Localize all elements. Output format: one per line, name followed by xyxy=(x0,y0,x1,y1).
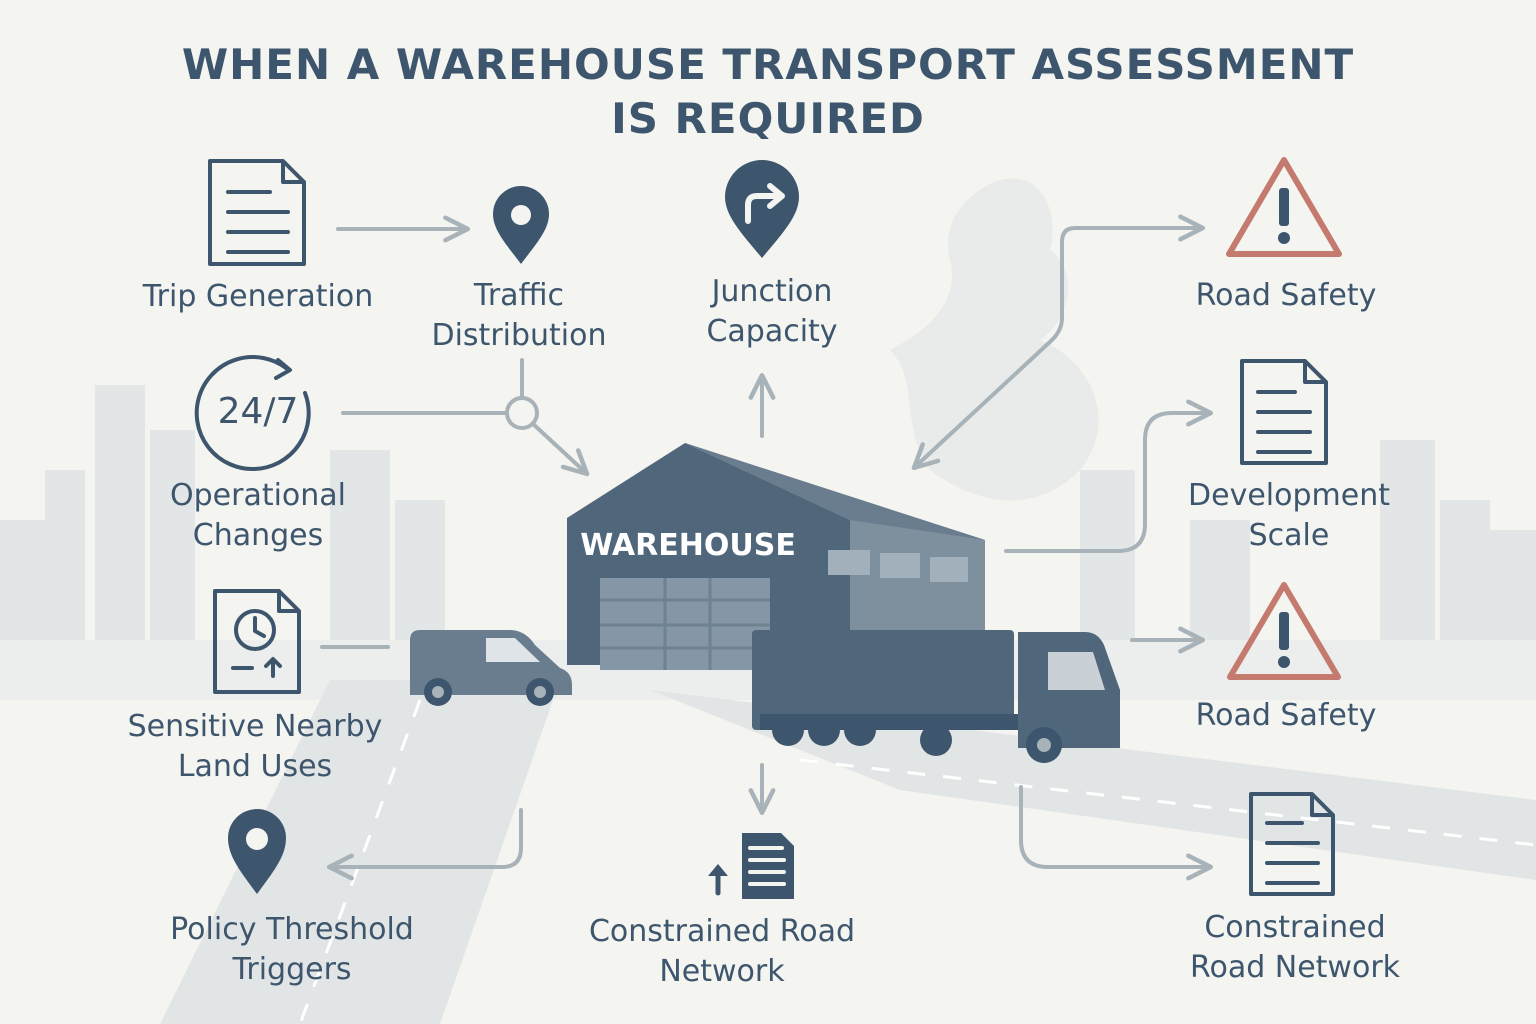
arrow-node-to-warehouse xyxy=(530,421,590,477)
title-line-1: WHEN A WAREHOUSE TRANSPORT ASSESSMENT xyxy=(181,40,1355,89)
title-line-2: IS REQUIRED xyxy=(611,94,925,143)
label-sensitive-land-uses: Sensitive Nearby Land Uses xyxy=(127,709,383,784)
warehouse-building: WAREHOUSE xyxy=(567,443,985,670)
label-development-scale: Development Scale xyxy=(1188,478,1390,553)
document-icon xyxy=(1240,359,1328,465)
arrow-policy-threshold xyxy=(326,808,523,881)
document-icon xyxy=(1249,792,1335,896)
label-trip-generation: Trip Generation xyxy=(142,279,374,314)
document-arrow-icon xyxy=(708,833,794,899)
badge-247-text: 24/7 xyxy=(218,391,299,432)
warehouse-sign: WAREHOUSE xyxy=(580,528,796,563)
junction-node xyxy=(505,396,539,430)
map-pin-icon xyxy=(228,809,286,894)
background-map-silhouette xyxy=(890,178,1099,501)
page-title: WHEN A WAREHOUSE TRANSPORT ASSESSMENT IS… xyxy=(0,38,1536,146)
arrow-road-safety-top xyxy=(911,214,1206,471)
arrow-development-scale xyxy=(1004,399,1214,553)
label-traffic-distribution: Traffic Distribution xyxy=(431,278,607,353)
connector-arrows xyxy=(320,214,1214,881)
label-junction-capacity: Junction Capacity xyxy=(706,274,838,349)
document-icon xyxy=(208,159,306,266)
document-clock-icon xyxy=(213,589,301,694)
label-constrained-center: Constrained Road Network xyxy=(588,914,856,989)
label-constrained-right: Constrained Road Network xyxy=(1189,910,1401,985)
clock-24-7-icon: 24/7 xyxy=(194,355,311,471)
van xyxy=(410,630,572,706)
label-road-safety-top: Road Safety xyxy=(1195,278,1377,313)
warning-triangle-icon xyxy=(1227,582,1341,680)
map-pin-icon xyxy=(493,186,549,264)
turn-right-pin-icon xyxy=(725,160,799,258)
label-policy-threshold: Policy Threshold Triggers xyxy=(170,912,414,987)
arrow-to-constrained-right xyxy=(1019,785,1214,881)
lorry xyxy=(752,630,1120,763)
label-operational-changes: Operational Changes xyxy=(169,478,347,553)
warning-triangle-icon xyxy=(1226,157,1342,257)
label-road-safety-mid: Road Safety xyxy=(1195,698,1377,733)
